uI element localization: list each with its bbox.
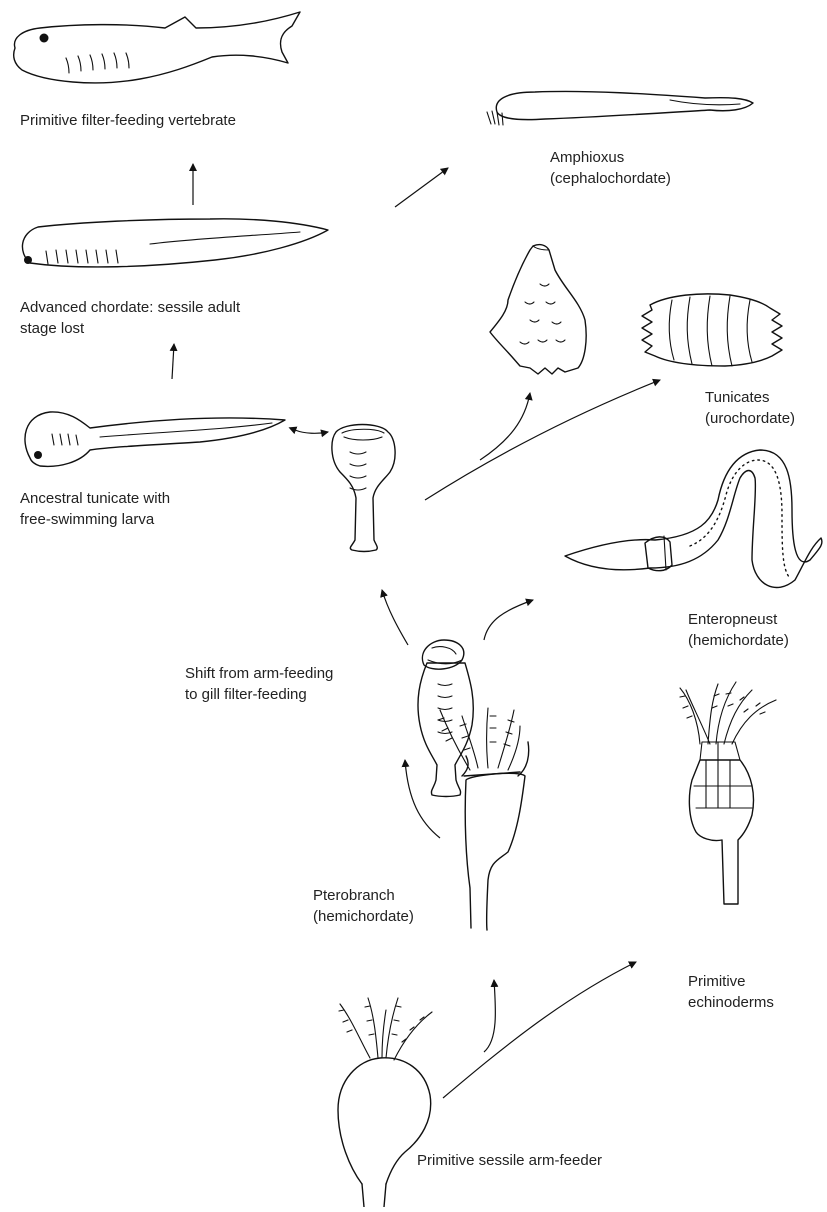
label-sessile-arm-feeder: Primitive sessile arm-feeder [417, 1150, 602, 1171]
arrow-to-pterobranch [484, 980, 495, 1052]
enteropneust-drawing [565, 450, 822, 587]
double-arrow-larva-adult [295, 430, 328, 433]
label-tunicates: Tunicates (urochordate) [705, 387, 795, 429]
arrow-to-advanced-chordate [172, 344, 174, 379]
label-enteropneust-line-2: (hemichordate) [688, 630, 789, 651]
tunicate-siphon-drawing [490, 245, 586, 374]
label-pterobranch: Pterobranch (hemichordate) [313, 885, 414, 927]
arrow-to-amphioxus [395, 168, 448, 207]
label-pterobranch-line-1: Pterobranch [313, 885, 414, 906]
label-filter-vertebrate-line: Primitive filter-feeding vertebrate [20, 110, 236, 131]
echinoderm-drawing [680, 682, 776, 904]
arrow-to-tunicates [425, 380, 660, 500]
label-amphioxus: Amphioxus (cephalochordate) [550, 147, 671, 189]
label-echinoderms: Primitive echinoderms [688, 971, 774, 1013]
sessile-tunicate-drawing [332, 425, 395, 552]
tunicate-larva-drawing [25, 412, 285, 466]
filter-feeding-vertebrate-drawing [14, 12, 300, 83]
arrow-to-enteropneust [484, 600, 533, 640]
label-enteropneust-line-1: Enteropneust [688, 609, 789, 630]
label-tunicates-line-1: Tunicates [705, 387, 795, 408]
label-advanced-chordate-line-1: Advanced chordate: sessile adult [20, 297, 240, 318]
arrow-to-sessile-tunicate [382, 590, 408, 645]
salp-drawing [642, 294, 782, 366]
label-shift-line-1: Shift from arm-feeding [185, 663, 333, 684]
label-advanced-chordate: Advanced chordate: sessile adult stage l… [20, 297, 240, 339]
amphioxus-drawing [487, 91, 753, 125]
label-ancestral-tunicate: Ancestral tunicate with free-swimming la… [20, 488, 170, 530]
pterobranch-drawing [438, 708, 529, 930]
arrow-to-echinoderms [443, 962, 636, 1098]
label-echinoderms-line-2: echinoderms [688, 992, 774, 1013]
label-enteropneust: Enteropneust (hemichordate) [688, 609, 789, 651]
advanced-chordate-drawing [22, 219, 328, 267]
label-pterobranch-line-2: (hemichordate) [313, 906, 414, 927]
label-shift: Shift from arm-feeding to gill filter-fe… [185, 663, 333, 705]
label-ancestral-tunicate-line-1: Ancestral tunicate with [20, 488, 170, 509]
arrow-to-gill-feeder [405, 760, 440, 838]
label-amphioxus-line-2: (cephalochordate) [550, 168, 671, 189]
label-amphioxus-line-1: Amphioxus [550, 147, 671, 168]
label-tunicates-line-2: (urochordate) [705, 408, 795, 429]
label-ancestral-tunicate-line-2: free-swimming larva [20, 509, 170, 530]
label-advanced-chordate-line-2: stage lost [20, 318, 240, 339]
label-filter-vertebrate: Primitive filter-feeding vertebrate [20, 110, 236, 131]
label-echinoderms-line-1: Primitive [688, 971, 774, 992]
sessile-arm-feeder-drawing [338, 998, 432, 1207]
arrow-to-tunicate-siphon [480, 393, 530, 460]
label-shift-line-2: to gill filter-feeding [185, 684, 333, 705]
connector-arrows [172, 164, 660, 1098]
label-sessile-arm-feeder-line: Primitive sessile arm-feeder [417, 1150, 602, 1171]
